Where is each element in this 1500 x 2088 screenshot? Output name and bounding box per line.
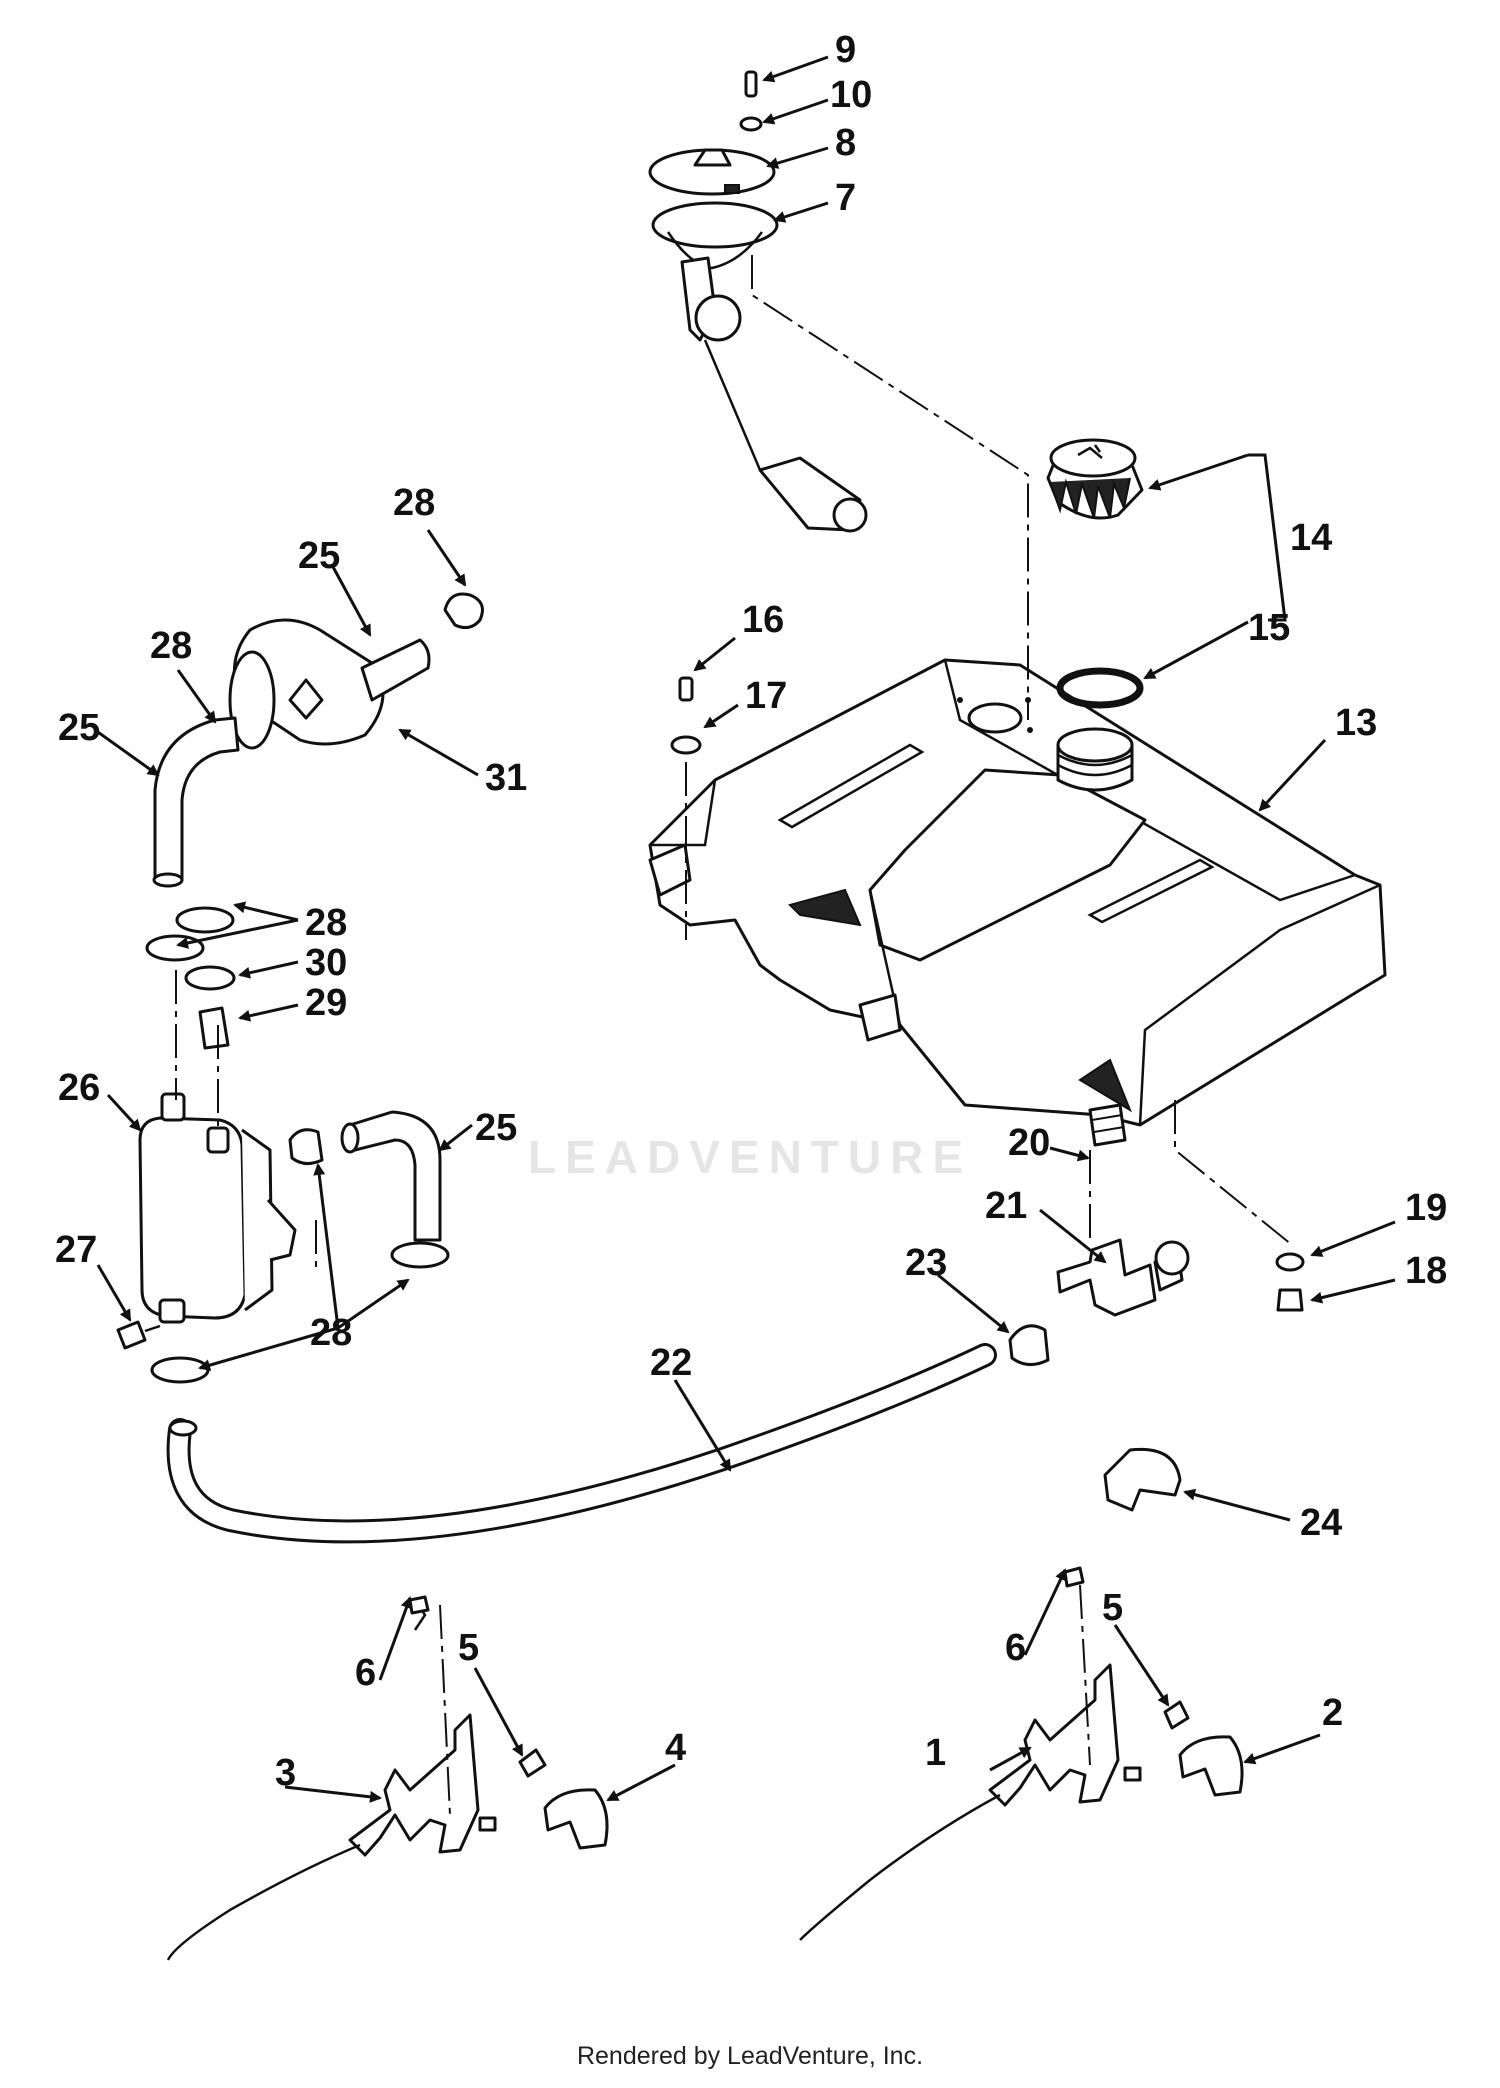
callout-18: 18: [1405, 1250, 1447, 1292]
inline-fuel-filter: [228, 618, 431, 750]
callout-27: 27: [55, 1229, 97, 1271]
callout-24: 24: [1300, 1502, 1342, 1544]
callout-20: 20: [1008, 1122, 1050, 1164]
fuel-gauge-sender: [648, 70, 868, 533]
callout-5-right: 5: [1102, 1587, 1123, 1629]
callout-19: 19: [1405, 1187, 1447, 1229]
callout-30: 30: [305, 942, 347, 984]
control-bracket-left: [166, 1595, 547, 1961]
alignment-lines: [175, 255, 1293, 1816]
callout-3: 3: [275, 1752, 296, 1794]
control-bracket-right: [799, 1566, 1190, 1941]
callout-13: 13: [1335, 702, 1377, 744]
callout-17: 17: [745, 675, 787, 717]
callout-28-bottom: 28: [310, 1312, 352, 1354]
callout-14: 14: [1290, 517, 1332, 559]
callout-28-mid: 28: [305, 902, 347, 944]
fuel-cap: [1046, 438, 1144, 520]
callout-1: 1: [925, 1732, 946, 1774]
fuel-tank: [648, 658, 1387, 1127]
callout-31: 31: [485, 757, 527, 799]
choke-knob-right: [1178, 1735, 1244, 1797]
leader-arrows: [94, 55, 1396, 1803]
fuel-fittings: [1008, 1103, 1190, 1512]
filter-hose: [152, 716, 240, 888]
hose-clamps-upper: [145, 592, 484, 1050]
callout-10: 10: [830, 74, 872, 116]
footer-credit: Rendered by LeadVenture, Inc.: [576, 2042, 924, 2070]
watermark-logo: LEADVENTURE: [527, 1131, 973, 1183]
callout-28-top: 28: [393, 482, 435, 524]
callout-29: 29: [305, 982, 347, 1024]
callout-28-left: 28: [150, 625, 192, 667]
fuel-cap-gasket: [1056, 667, 1144, 709]
callout-2: 2: [1322, 1692, 1343, 1734]
pump-hoses-clamps: [150, 1110, 450, 1384]
callout-25-top: 25: [298, 535, 340, 577]
callout-15: 15: [1248, 607, 1290, 649]
callout-9: 9: [835, 29, 856, 71]
choke-knob-left: [543, 1788, 609, 1850]
callout-4: 4: [665, 1727, 686, 1769]
callout-6-right: 6: [1005, 1627, 1026, 1669]
callout-26: 26: [58, 1067, 100, 1109]
callout-labels: 9 10 8 7 14 15 13 16 17 19 18 20 21 23 2…: [55, 29, 1447, 1794]
callout-21: 21: [985, 1185, 1027, 1227]
callout-22: 22: [650, 1342, 692, 1384]
callout-25-left: 25: [58, 707, 100, 749]
fuel-line: [166, 1343, 997, 1544]
callout-5-left: 5: [458, 1627, 479, 1669]
callout-25-right: 25: [475, 1107, 517, 1149]
callout-7: 7: [835, 177, 856, 219]
callout-23: 23: [905, 1242, 947, 1284]
callout-8: 8: [835, 122, 856, 164]
tank-mount-hardware: [670, 676, 1305, 1312]
callout-6-left: 6: [355, 1652, 376, 1694]
callout-16: 16: [742, 599, 784, 641]
fuel-pump: [116, 1092, 297, 1350]
